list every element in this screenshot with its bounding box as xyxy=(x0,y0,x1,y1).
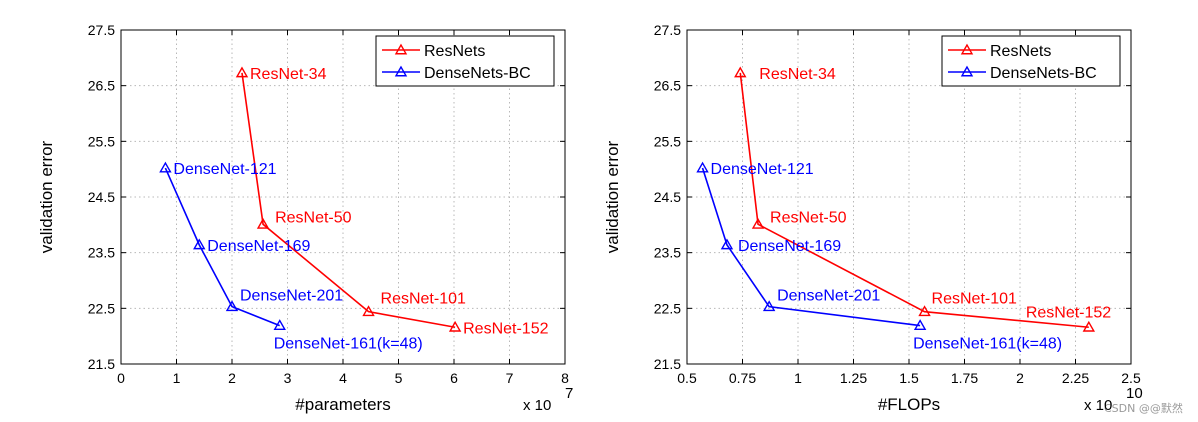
y-tick-label: 25.5 xyxy=(88,133,115,149)
data-point-marker xyxy=(159,161,172,173)
series-densenets-bc: DenseNet-121DenseNet-169DenseNet-201Dens… xyxy=(159,161,423,353)
data-point-marker xyxy=(918,305,931,317)
data-label: DenseNet-121 xyxy=(173,161,276,178)
data-point-marker xyxy=(256,217,270,229)
x-axis-label: #parameters xyxy=(295,395,390,414)
x-tick-label: 1 xyxy=(794,370,802,386)
y-tick-label: 21.5 xyxy=(88,356,115,372)
data-label: DenseNet-201 xyxy=(240,288,343,305)
data-point-marker xyxy=(734,66,747,78)
x-tick-label: 1 xyxy=(173,370,181,386)
y-tick-label: 27.5 xyxy=(654,22,681,38)
data-point-marker xyxy=(448,320,462,332)
data-label: ResNet-50 xyxy=(770,209,847,226)
series-line xyxy=(701,167,921,327)
x-tick-label: 1.75 xyxy=(951,370,978,386)
x-axis-multiplier-exponent: 10 xyxy=(1126,385,1143,402)
x-tick-label: 3 xyxy=(284,370,292,386)
y-tick-label: 22.5 xyxy=(654,300,681,316)
data-label: ResNet-34 xyxy=(759,66,836,83)
y-tick-label: 26.5 xyxy=(654,78,681,94)
legend-box xyxy=(941,35,1121,87)
data-label: DenseNet-169 xyxy=(207,238,310,255)
data-label: DenseNet-161(k=48) xyxy=(274,336,423,353)
x-tick-label: 8 xyxy=(561,370,569,386)
data-point-marker xyxy=(762,300,776,312)
x-axis-multiplier: x 10 xyxy=(523,397,551,414)
x-tick-label: 1.25 xyxy=(840,370,867,386)
y-axis-label: validation error xyxy=(37,140,56,253)
y-tick-label: 25.5 xyxy=(654,133,681,149)
x-tick-label: 1.5 xyxy=(899,370,919,386)
x-tick-label: 0.75 xyxy=(729,370,756,386)
legend-entry: DenseNets-BC xyxy=(424,65,531,82)
y-tick-label: 24.5 xyxy=(88,189,115,205)
y-tick-label: 24.5 xyxy=(654,189,681,205)
y-tick-label: 21.5 xyxy=(654,356,681,372)
data-label: ResNet-152 xyxy=(463,320,548,337)
series-densenets-bc: DenseNet-121DenseNet-169DenseNet-201Dens… xyxy=(696,161,1062,353)
data-label: DenseNet-169 xyxy=(738,238,841,255)
y-tick-label: 22.5 xyxy=(88,300,115,316)
data-label: ResNet-101 xyxy=(381,291,466,308)
data-label: DenseNet-201 xyxy=(777,288,880,305)
x-tick-label: 2 xyxy=(1016,370,1024,386)
data-point-marker xyxy=(362,305,375,317)
legend-entry: ResNets xyxy=(990,43,1051,60)
x-axis-label: #FLOPs xyxy=(878,395,940,414)
legend-marker xyxy=(960,43,974,55)
data-point-marker xyxy=(720,238,734,250)
data-point-marker xyxy=(1082,320,1096,332)
series-line xyxy=(241,72,456,329)
y-axis-label: validation error xyxy=(603,140,622,253)
y-tick-label: 23.5 xyxy=(654,245,681,261)
legend-entry: ResNets xyxy=(424,43,485,60)
data-point-marker xyxy=(235,66,249,78)
data-label: ResNet-50 xyxy=(275,209,352,226)
legend-entry: DenseNets-BC xyxy=(990,65,1097,82)
data-label: ResNet-152 xyxy=(1026,304,1111,321)
data-point-marker xyxy=(193,238,206,250)
data-point-marker xyxy=(273,319,286,331)
x-axis-multiplier: x 10 xyxy=(1084,397,1112,414)
x-tick-label: 2.25 xyxy=(1062,370,1089,386)
chart-panel-2: 0.5 0.75 1 1.25 1.5 1.75 2 2.25 2.5 21.5 22.5 23.5 2… xyxy=(603,22,1143,414)
data-label: DenseNet-161(k=48) xyxy=(913,336,1062,353)
x-tick-label: 0 xyxy=(117,370,125,386)
x-tick-label: 2.5 xyxy=(1121,370,1141,386)
x-tick-label: 0.5 xyxy=(677,370,697,386)
x-axis-multiplier-exponent: 7 xyxy=(565,385,573,402)
legend-marker xyxy=(960,65,974,77)
data-point-marker xyxy=(225,300,239,312)
legend-box xyxy=(375,35,555,87)
data-label: ResNet-34 xyxy=(250,66,327,83)
x-tick-label: 2 xyxy=(228,370,236,386)
data-label: ResNet-101 xyxy=(932,291,1017,308)
legend-marker xyxy=(394,65,408,77)
series-line xyxy=(164,167,281,327)
x-tick-label: 6 xyxy=(450,370,458,386)
y-tick-label: 23.5 xyxy=(88,245,115,261)
x-tick-label: 4 xyxy=(339,370,347,386)
data-label: DenseNet-121 xyxy=(711,161,814,178)
y-tick-label: 26.5 xyxy=(88,78,115,94)
series-line xyxy=(739,72,1089,329)
y-tick-label: 27.5 xyxy=(88,22,115,38)
data-point-marker xyxy=(696,161,709,173)
data-point-marker xyxy=(751,217,765,229)
x-tick-label: 5 xyxy=(395,370,403,386)
watermark: CSDN @@默然 xyxy=(1104,401,1183,415)
data-point-marker xyxy=(913,319,927,331)
x-tick-label: 7 xyxy=(506,370,514,386)
legend-marker xyxy=(394,43,408,55)
